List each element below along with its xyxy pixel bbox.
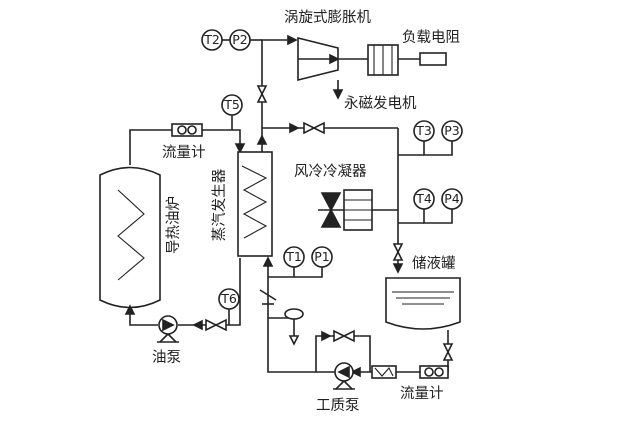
flowmeter-bottom: 流量计 [371,365,449,402]
air-cooled-condenser: 风冷冷凝器 [294,163,398,231]
pressure-relief [284,308,304,346]
tank-inlet-valve [392,243,404,261]
evaporator-label: 蒸汽发生器 [211,168,228,241]
working-pump-label: 工质泵 [316,397,360,414]
sensor-t4-p4: T4 P4 [398,188,463,224]
tank-outlet-valve [442,343,454,361]
pm-generator: 永磁发电机 [338,44,420,112]
sensor-t2-label: T2 [203,32,220,47]
load-resistor: 负载电阻 [402,29,460,66]
flowmeter-bottom-label: 流量计 [400,385,444,402]
sensor-t5: T5 [221,94,243,130]
check-valve-evap [259,289,277,305]
sensor-t3-p3: T3 P3 [398,120,463,156]
sensor-t4-label: T4 [415,191,432,206]
oil-furnace-label: 导热油炉 [165,196,182,254]
expander-inlet-valve [256,85,268,103]
sensor-t5-label: T5 [223,97,240,112]
evaporator: 蒸汽发生器 [211,151,273,257]
scroll-expander: 涡旋式膨胀机 [284,9,371,82]
oil-pump-label: 油泵 [152,349,181,366]
bypass-valve [303,121,325,135]
fan-icon [320,192,342,212]
oil-furnace: 导热油炉 [99,166,182,309]
storage-tank: 储液罐 [385,255,461,330]
bypass-pump-valve [333,329,355,343]
sensor-p4-label: P4 [444,191,460,206]
sensor-t2-p2: T2 P2 [201,29,262,51]
sensor-p2-label: P2 [232,32,248,47]
sensor-t1-label: T1 [285,249,302,264]
oil-return-valve [205,318,227,332]
working-fluid-pump: 工质泵 [316,362,360,414]
flowmeter-top: 流量计 [162,123,206,161]
sensor-p3-label: P3 [444,123,460,138]
sensor-t3-label: T3 [415,123,432,138]
load-resistor-label: 负载电阻 [402,29,460,46]
condenser-label: 风冷冷凝器 [294,163,367,180]
sensor-t6: T6 [218,288,240,325]
sensor-t6-label: T6 [220,291,237,306]
oil-pump: 油泵 [152,315,181,366]
storage-tank-label: 储液罐 [412,255,456,272]
sensor-t1-p1: T1 P1 [268,246,333,278]
pm-generator-label: 永磁发电机 [344,95,417,112]
sensor-p1-label: P1 [314,249,330,264]
expander-label: 涡旋式膨胀机 [284,9,371,26]
flowmeter-top-label: 流量计 [162,144,206,161]
